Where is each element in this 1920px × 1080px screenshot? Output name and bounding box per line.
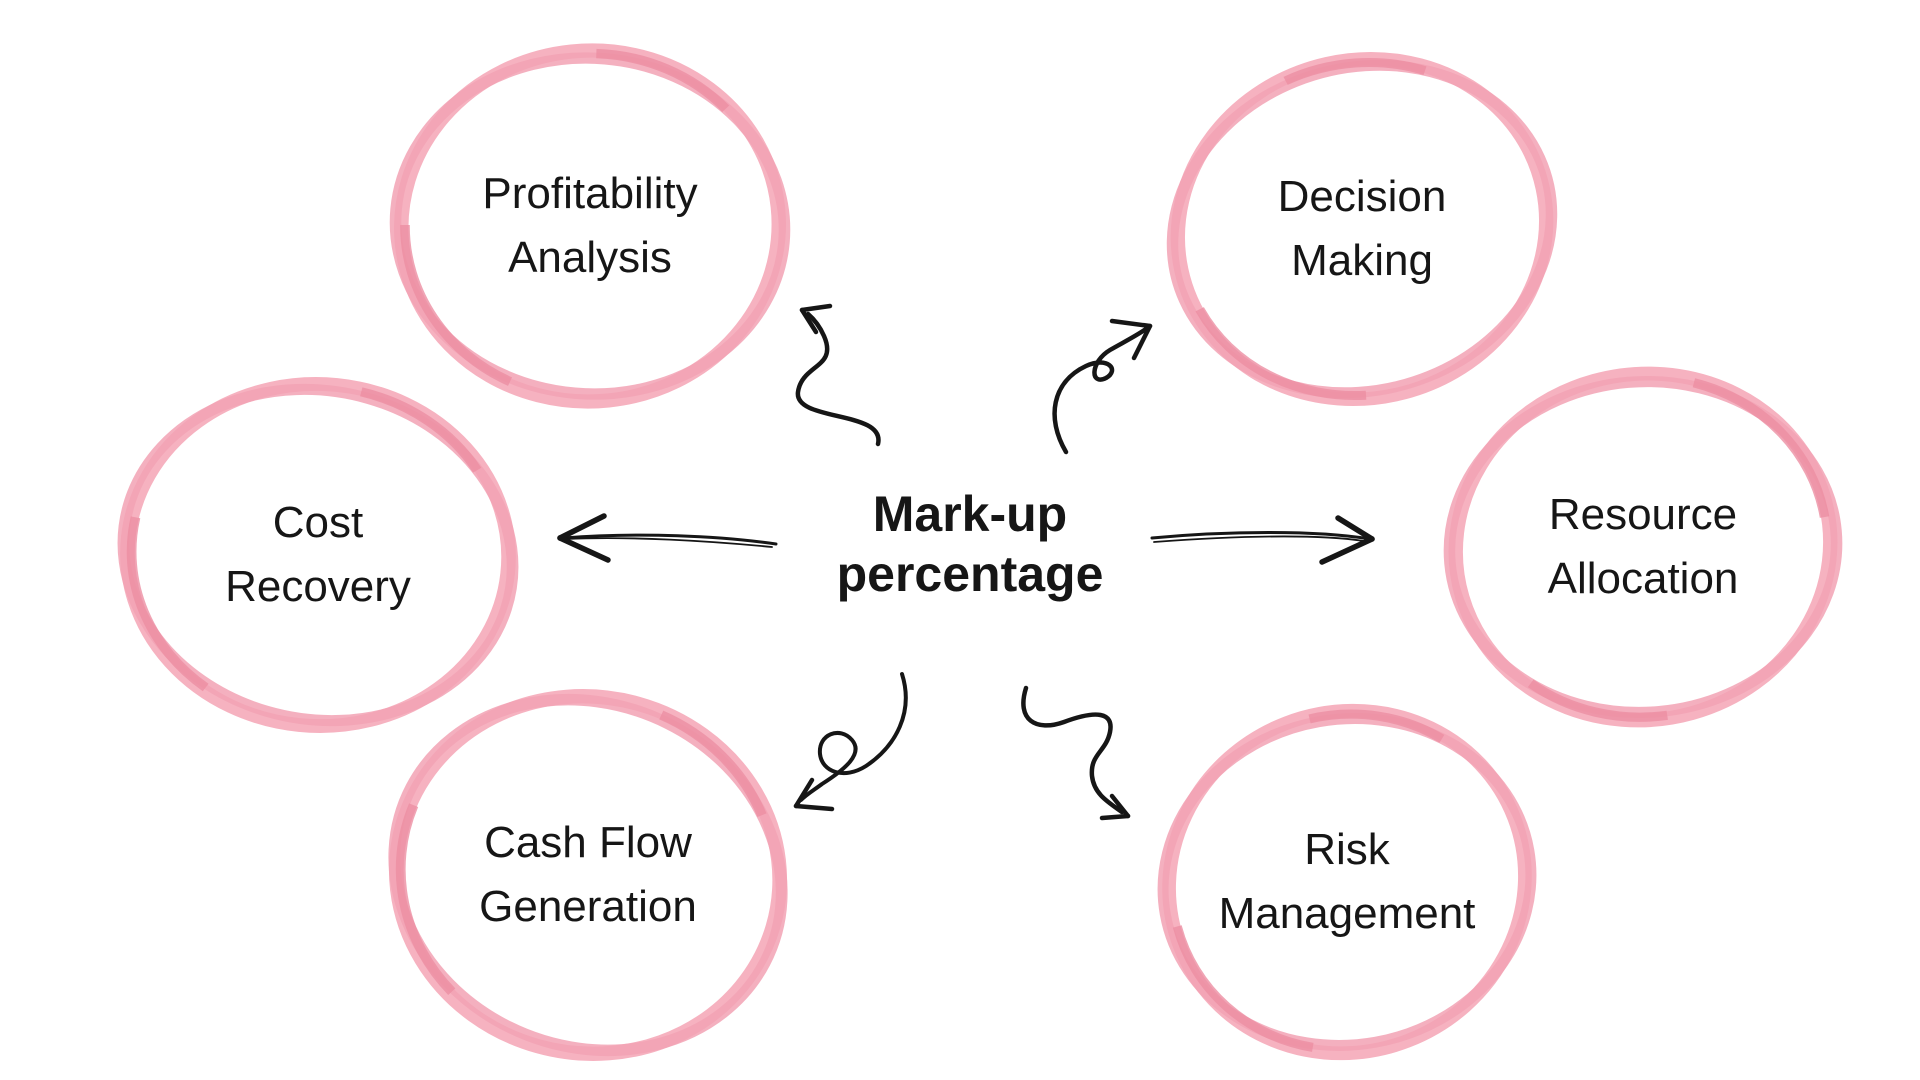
node-label: Cost Recovery — [225, 491, 411, 619]
arrow-to-risk-management-icon — [1021, 685, 1131, 821]
node-label: Risk Management — [1219, 818, 1476, 946]
node-label: Cash Flow Generation — [479, 811, 697, 939]
node-label-line: Cash Flow — [484, 818, 692, 868]
node-cash-flow-generation: Cash Flow Generation — [372, 674, 804, 1076]
sketch-circle-icon — [389, 43, 791, 409]
node-profitability-analysis: Profitability Analysis — [378, 28, 802, 424]
node-label-line: Risk — [1304, 825, 1390, 875]
node-label-line: Cost — [272, 498, 364, 548]
arrow-to-profitability-analysis-icon — [795, 303, 881, 447]
node-label: Profitability Analysis — [482, 162, 697, 290]
node-label-line: Generation — [479, 882, 697, 931]
arrow-to-cost-recovery-icon — [557, 513, 778, 563]
center-topic-line2: percentage — [836, 546, 1104, 602]
sketch-circle-icon — [388, 689, 788, 1061]
sketch-circle-icon — [117, 377, 519, 733]
node-cost-recovery: Cost Recovery — [104, 362, 532, 748]
sketch-circle-icon — [1157, 703, 1537, 1061]
arrow-to-cash-flow-generation-icon — [793, 672, 908, 812]
sketch-circle-icon — [1443, 366, 1843, 728]
arrow-to-decision-making-icon — [1052, 318, 1153, 455]
node-label: Decision Making — [1278, 165, 1447, 293]
node-label-line: Resource — [1548, 490, 1738, 540]
sketch-circle-icon — [1166, 51, 1558, 407]
center-topic: Mark-up percentage — [770, 484, 1170, 604]
node-label-line: Recovery — [225, 562, 411, 611]
node-label-line: Allocation — [1547, 554, 1739, 603]
node-label-line: Making — [1291, 236, 1433, 285]
node-label-line: Analysis — [508, 233, 672, 282]
center-topic-line1: Mark-up — [872, 486, 1068, 542]
node-risk-management: Risk Management — [1146, 690, 1548, 1074]
node-label-line: Management — [1218, 889, 1476, 938]
node-decision-making: Decision Making — [1152, 40, 1572, 418]
arrow-to-resource-allocation-icon — [1150, 515, 1375, 565]
node-resource-allocation: Resource Allocation — [1432, 352, 1854, 742]
node-label-line: Decision — [1277, 172, 1447, 222]
node-label-line: Profitability — [482, 169, 698, 219]
node-label: Resource Allocation — [1548, 483, 1739, 611]
